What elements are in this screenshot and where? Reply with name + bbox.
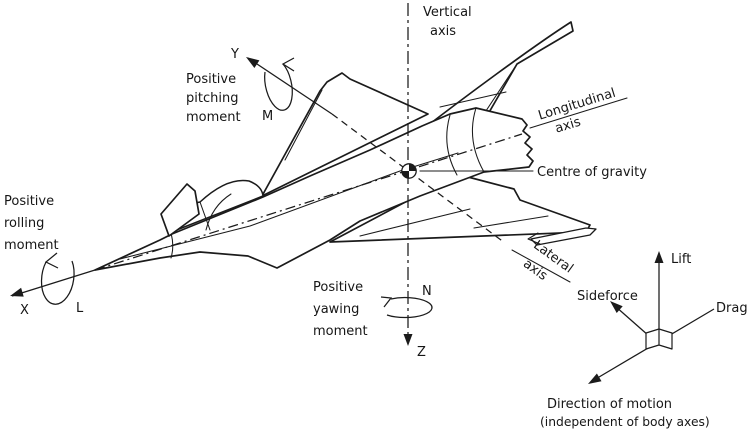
yaw-rotation-arrow — [386, 296, 433, 319]
yawing-moment-caption-line2: yawing — [313, 302, 359, 317]
y-axis-arrowhead — [246, 57, 260, 68]
longitudinal-axis-label-line2: axis — [553, 115, 583, 137]
longitudinal-axis-label-line — [529, 97, 628, 129]
fuselage-chine-line — [119, 152, 459, 260]
yawing-moment-letter: N — [422, 284, 432, 299]
direction-of-motion-label-line1: Direction of motion — [547, 397, 672, 412]
tail-fin — [421, 21, 574, 137]
direction-of-motion-arrowhead — [588, 373, 602, 384]
pitching-moment-letter: M — [262, 109, 273, 124]
nozzle-ring-2 — [446, 114, 458, 176]
aircraft-drawing — [94, 21, 597, 271]
force-diagram — [588, 251, 715, 384]
lift-label: Lift — [671, 252, 691, 267]
rolling-moment-letter: L — [76, 301, 84, 316]
fin-panel-line — [439, 91, 507, 108]
pitching-moment-caption-line1: Positive — [186, 72, 236, 87]
yawing-moment-caption-line3: moment — [313, 324, 368, 339]
longitudinal-axis-dashed-line — [94, 133, 523, 271]
rolling-moment-caption-line1: Positive — [4, 194, 54, 209]
fuselage — [94, 107, 534, 271]
near-wing-panel-line-1 — [359, 208, 471, 237]
cg-symbol — [401, 163, 417, 179]
vertical-axis-label-line1: Vertical — [423, 5, 472, 20]
far-wing-panel-line — [284, 89, 323, 161]
sideforce-arrowhead — [610, 301, 623, 313]
vertical-axis-label-line2: axis — [430, 24, 456, 39]
canopy-inner-line — [205, 193, 232, 231]
force-origin-marker — [645, 328, 673, 350]
pitching-moment-caption-line3: moment — [186, 110, 241, 125]
drag-label: Drag — [716, 301, 748, 316]
centre-of-gravity-label: Centre of gravity — [537, 165, 647, 180]
z-axis-letter: Z — [417, 345, 426, 360]
y-axis-letter: Y — [230, 47, 239, 62]
z-axis-arrowhead — [403, 334, 413, 346]
pitching-moment-caption-line2: pitching — [186, 91, 238, 106]
rotation-arrows — [40, 57, 433, 319]
roll-rotation-arrow — [40, 260, 75, 305]
canopy-frame-line — [199, 201, 211, 231]
roll-rotation-arrowhead — [44, 252, 59, 269]
lift-arrowhead — [654, 251, 664, 263]
yawing-moment-caption-line1: Positive — [313, 280, 363, 295]
lateral-axis-label-line — [511, 249, 571, 283]
canard — [160, 183, 200, 237]
x-axis-letter: X — [20, 303, 29, 318]
far-wing — [261, 72, 429, 197]
rolling-moment-caption-line3: moment — [4, 238, 59, 253]
y-axis-line — [247, 57, 333, 115]
direction-of-motion-label-line2: (independent of body axes) — [540, 415, 710, 429]
pitch-rotation-arrowhead — [281, 57, 295, 72]
wingtip-rail-notch — [527, 232, 541, 245]
pitch-rotation-arrow — [264, 63, 293, 111]
rolling-moment-caption-line2: rolling — [4, 216, 44, 231]
x-axis-arrowhead — [10, 287, 24, 297]
near-wing-panel-line-2 — [473, 215, 549, 229]
nozzle-ring-1 — [471, 107, 485, 173]
wingtip-rail — [530, 227, 597, 246]
x-axis-line — [11, 269, 96, 297]
yaw-rotation-arrowhead — [380, 296, 393, 308]
sideforce-label: Sideforce — [577, 289, 638, 304]
axis-lines — [10, 3, 628, 346]
